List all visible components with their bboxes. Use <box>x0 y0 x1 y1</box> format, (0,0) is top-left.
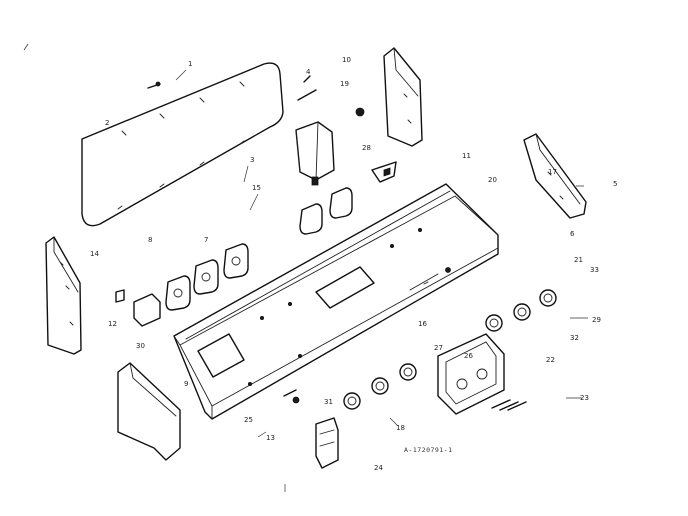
label-20: 20 <box>488 176 497 184</box>
label-11: 11 <box>462 152 471 160</box>
left-switch-relay <box>115 289 161 327</box>
leader-lines <box>175 69 588 438</box>
label-13: 13 <box>266 434 275 442</box>
drawing-code: A-1720791-1 <box>404 446 453 454</box>
label-27: 27 <box>434 344 443 352</box>
label-22: 22 <box>546 356 555 364</box>
label-31: 31 <box>324 398 333 406</box>
label-33: 33 <box>590 266 599 274</box>
bottom-switch <box>315 417 339 469</box>
label-2: 2 <box>105 119 109 127</box>
label-30: 30 <box>136 342 145 350</box>
screw-part-1 <box>147 81 161 89</box>
label-25: 25 <box>244 416 253 424</box>
label-10: 10 <box>342 56 351 64</box>
rear-cover-panel <box>81 62 284 227</box>
label-9: 9 <box>184 380 188 388</box>
label-18: 18 <box>396 424 405 432</box>
control-panel-backguard <box>173 183 499 420</box>
control-knobs-right <box>485 289 557 332</box>
left-lower-bracket <box>117 362 181 461</box>
label-7: 7 <box>204 236 208 244</box>
label-29: 29 <box>592 316 601 324</box>
label-5: 5 <box>613 180 617 188</box>
label-1: 1 <box>188 60 192 68</box>
center-right-tall-bracket <box>383 47 423 147</box>
label-14: 14 <box>90 250 99 258</box>
control-knobs-lower <box>343 363 417 410</box>
part-labels: 1 2 3 4 5 6 7 8 9 10 11 12 13 14 15 16 1… <box>90 56 617 472</box>
right-end-bracket <box>523 133 587 219</box>
top-center-bracket <box>295 75 365 186</box>
label-3: 3 <box>250 156 254 164</box>
label-32: 32 <box>570 334 579 342</box>
label-12: 12 <box>108 320 117 328</box>
label-28: 28 <box>362 144 371 152</box>
label-21: 21 <box>574 256 583 264</box>
switch-housings-left <box>165 243 249 311</box>
label-16: 16 <box>418 320 427 328</box>
clip-part <box>371 161 397 183</box>
left-end-bracket <box>45 236 82 355</box>
switch-housings-middle <box>299 187 353 235</box>
screws-bottom-right <box>491 399 527 411</box>
label-24: 24 <box>374 464 383 472</box>
label-8: 8 <box>148 236 152 244</box>
label-15: 15 <box>252 184 261 192</box>
clock-timer-module <box>437 333 505 415</box>
corner-mark <box>23 43 29 51</box>
small-pin <box>283 389 300 404</box>
label-19: 19 <box>340 80 349 88</box>
label-23: 23 <box>580 394 589 402</box>
label-4: 4 <box>306 68 311 76</box>
label-26: 26 <box>464 352 473 360</box>
label-17: 17 <box>548 168 557 176</box>
label-6: 6 <box>570 230 575 238</box>
